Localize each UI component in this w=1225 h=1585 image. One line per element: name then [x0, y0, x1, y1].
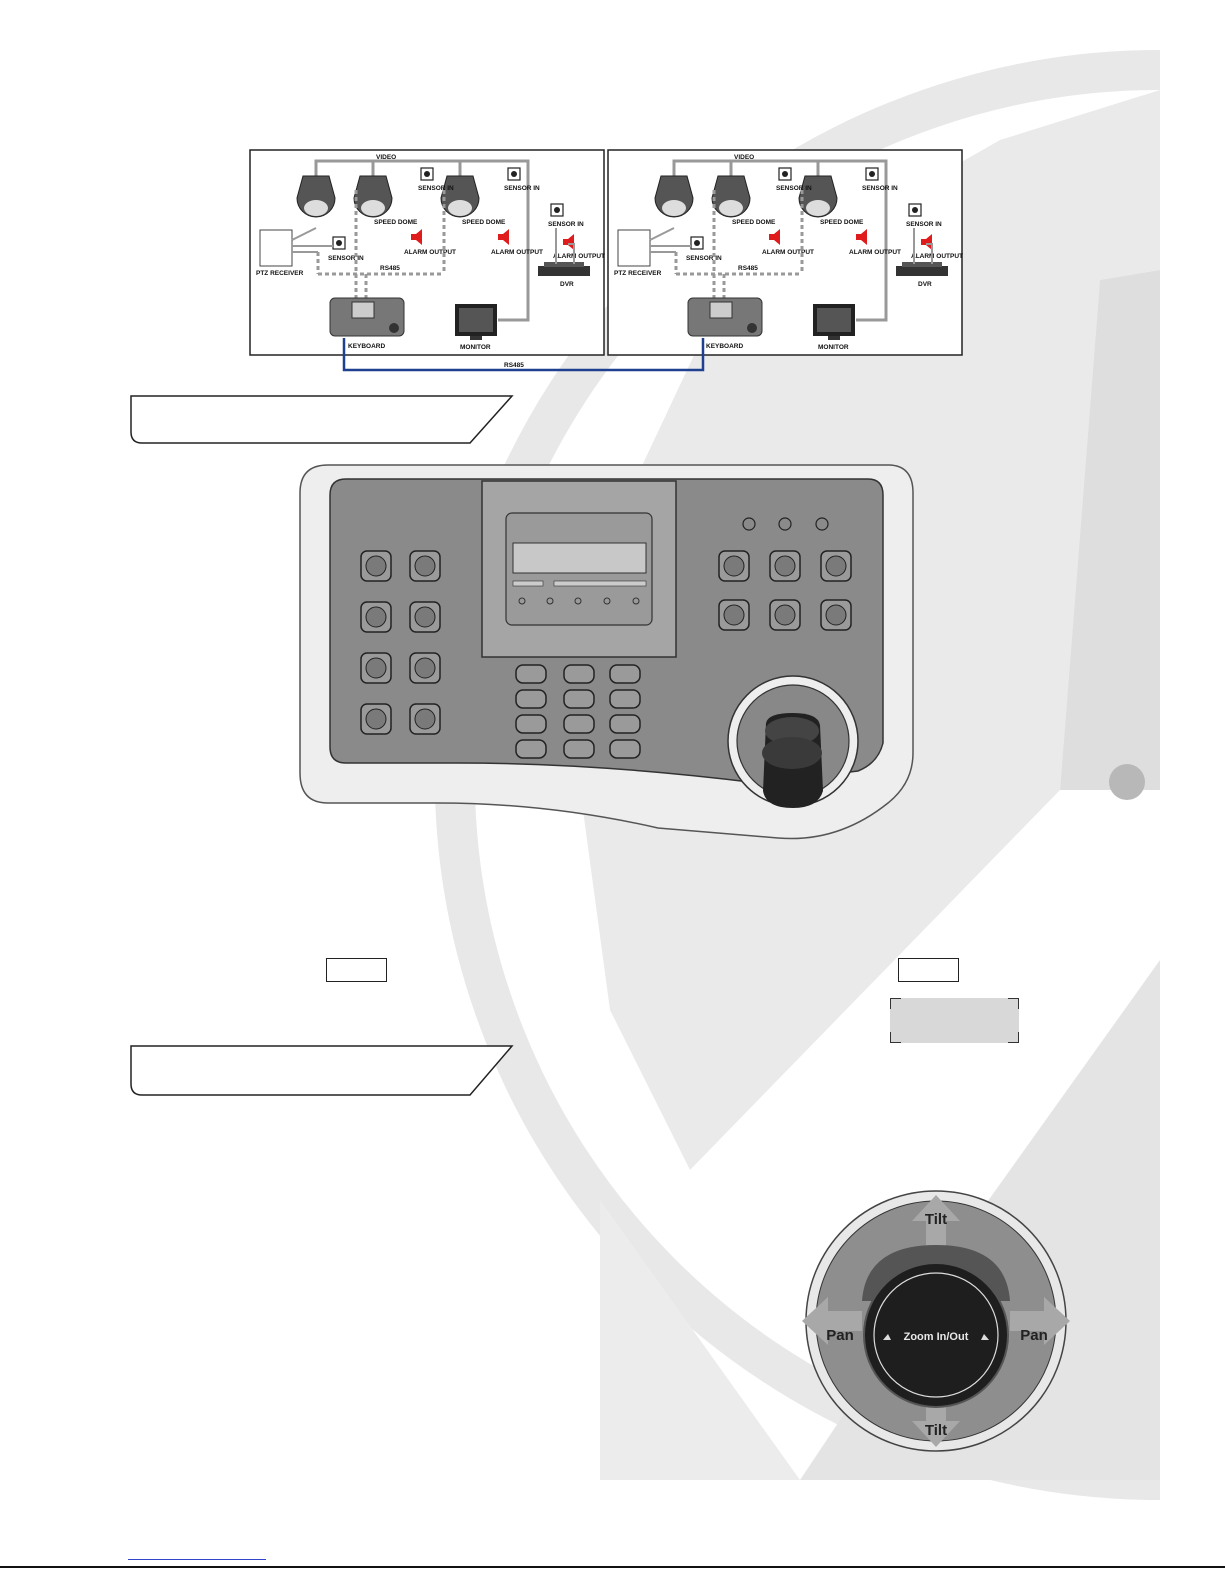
rs485-link-label: RS485 — [504, 362, 524, 369]
alarm-output-label-2: ALARM OUTPUT — [491, 249, 543, 256]
key-label-box-right — [898, 958, 959, 982]
monitor-label-b: MONITOR — [818, 344, 849, 351]
alarm-output-label-b: ALARM OUTPUT — [762, 249, 814, 256]
sensor-in-label-3: SENSOR IN — [548, 221, 584, 228]
keyboard-label: KEYBOARD — [348, 343, 386, 350]
zoom-label: Zoom In/Out — [904, 1331, 969, 1343]
joystick-direction-diagram: Tilt Tilt Pan Pan Zoom In/Out — [802, 1190, 1070, 1452]
sensor-in-label: SENSOR IN — [418, 185, 454, 192]
pan-right-label: Pan — [1020, 1327, 1048, 1344]
sensor-in-label-b4: SENSOR IN — [686, 255, 722, 262]
rs485-link — [342, 338, 705, 372]
speed-dome-label-b2: SPEED DOME — [820, 219, 864, 226]
footer-rule — [0, 1566, 1225, 1568]
sensor-in-label-b3: SENSOR IN — [906, 221, 942, 228]
section-tab-1 — [130, 395, 514, 444]
sensor-in-label-b: SENSOR IN — [776, 185, 812, 192]
speed-dome-label-2: SPEED DOME — [462, 219, 506, 226]
video-label-b: VIDEO — [734, 154, 754, 161]
diagram-panel-right: VIDEO SPEED DOME SPEED DOME SENSOR IN SE… — [607, 149, 963, 356]
sensor-in-label-2: SENSOR IN — [504, 185, 540, 192]
sensor-in-label-b2: SENSOR IN — [862, 185, 898, 192]
alarm-output-label-b3: ALARM OUTPUT — [911, 253, 963, 260]
sensor-in-label-4: SENSOR IN — [328, 255, 364, 262]
footer-link-underline — [128, 1559, 266, 1560]
keyboard-label-b: KEYBOARD — [706, 343, 744, 350]
tilt-down-label: Tilt — [925, 1422, 947, 1439]
alarm-output-label-3: ALARM OUTPUT — [553, 253, 605, 260]
keyboard-illustration — [299, 464, 914, 840]
alarm-output-label-b2: ALARM OUTPUT — [849, 249, 901, 256]
speed-dome-label: SPEED DOME — [374, 219, 418, 226]
alarm-output-label: ALARM OUTPUT — [404, 249, 456, 256]
key-label-box-left — [326, 958, 387, 982]
network-diagram: VIDEO SPEED DOME SPEED DOME SENSOR IN SE… — [249, 149, 963, 372]
dvr-label: DVR — [560, 281, 574, 288]
pan-left-label: Pan — [826, 1327, 854, 1344]
tilt-up-label: Tilt — [925, 1211, 947, 1228]
lcd-display-box — [890, 998, 1019, 1043]
section-tab-2 — [130, 1045, 514, 1096]
video-label: VIDEO — [376, 154, 396, 161]
speed-dome-label-b: SPEED DOME — [732, 219, 776, 226]
rs485-label: RS485 — [380, 265, 400, 272]
diagram-panel-left: VIDEO SPEED DOME SPEED DOME SENSOR IN SE… — [249, 149, 605, 356]
monitor-label: MONITOR — [460, 344, 491, 351]
ptz-receiver-label-b: PTZ RECEIVER — [614, 270, 662, 277]
ptz-receiver-label: PTZ RECEIVER — [256, 270, 304, 277]
dvr-label-b: DVR — [918, 281, 932, 288]
rs485-label-b: RS485 — [738, 265, 758, 272]
